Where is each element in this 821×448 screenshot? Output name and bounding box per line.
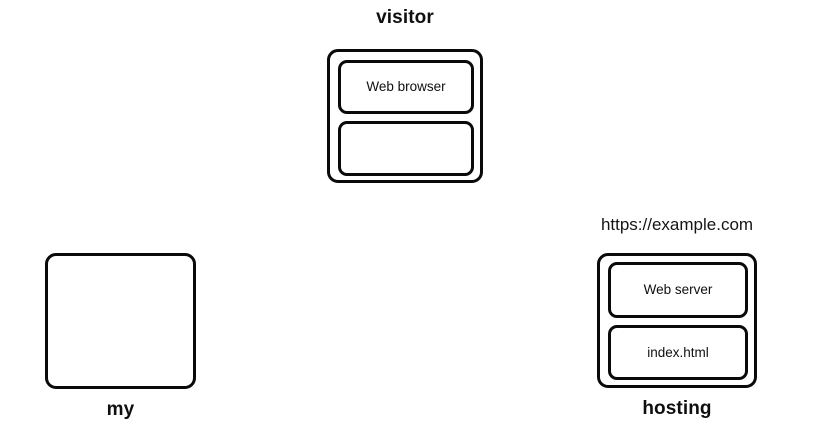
visitor-group-title: visitor (376, 7, 434, 28)
node-index-html-label: index.html (647, 344, 709, 360)
node-visitor-empty[interactable] (338, 121, 474, 176)
my-group-container[interactable] (45, 253, 196, 389)
hosting-group-title: hosting (642, 398, 712, 419)
node-web-browser-label: Web browser (366, 79, 446, 95)
my-group-title: my (106, 399, 135, 420)
hosting-url-label: https://example.com (600, 215, 754, 234)
node-web-server-label: Web server (643, 282, 713, 298)
node-index-html[interactable]: index.html (608, 325, 748, 380)
node-web-browser[interactable]: Web browser (338, 60, 474, 114)
node-web-server[interactable]: Web server (608, 262, 748, 318)
